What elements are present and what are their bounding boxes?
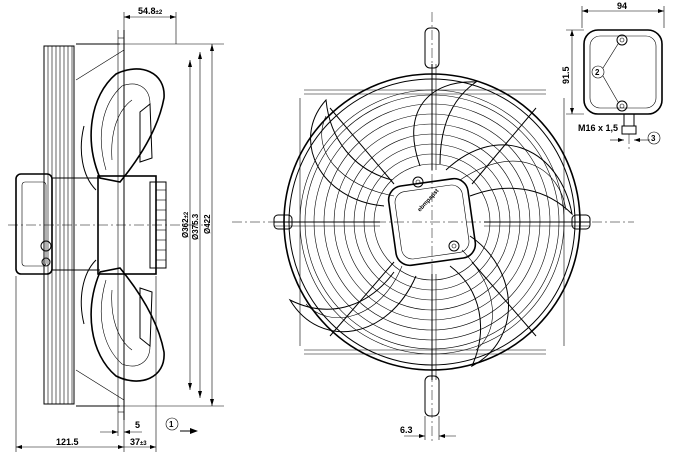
brand-label: ebmpapst	[417, 188, 440, 213]
side-dimensions: 54.8±2 Ø362±2 Ø375.3 Ø422 121.5 37±3	[15, 6, 224, 452]
side-guard-fins	[43, 45, 75, 405]
dim-bottom-offset: 37±3	[130, 437, 147, 447]
dim-top-depth: 54.8±2	[138, 6, 163, 16]
callout-mounting-circle	[591, 65, 605, 79]
callout-cable-exit: 3	[651, 134, 656, 143]
front-view: ebmpapst 6.3	[232, 12, 634, 444]
dim-guard-wire: 6.3	[400, 425, 413, 435]
dim-box-height: 91.5	[561, 66, 571, 84]
airflow-arrow-icon	[190, 428, 198, 434]
side-terminal-box	[15, 173, 100, 275]
callout-airflow: 1	[169, 420, 174, 429]
side-blades	[80, 68, 165, 382]
guard-frame	[273, 27, 591, 417]
callout-airflow-circle	[165, 417, 179, 431]
box-screw-bottom	[616, 100, 628, 112]
dim-diameter-outer: Ø422	[203, 214, 212, 234]
box-screw-top	[616, 34, 628, 46]
dim-cable-gland: M16 x 1,5	[578, 123, 618, 133]
dim-diameter-inner: Ø362±2	[181, 211, 190, 238]
front-blades	[288, 81, 573, 368]
dim-bottom-overall: 121.5	[56, 437, 79, 447]
callout-mounting-holes: 2	[595, 68, 600, 77]
hub-bolt-top	[412, 176, 424, 188]
callout-cable-circle	[647, 131, 661, 145]
side-view	[8, 30, 210, 420]
hub-bolt-bottom	[448, 240, 460, 252]
dim-diameter-mid: Ø375.3	[191, 213, 200, 240]
dim-bottom-flange: 5	[135, 420, 140, 430]
terminal-box-detail: 94 91.5 2 M16 x 1,5 3	[561, 1, 665, 150]
dim-box-width: 94	[617, 1, 627, 11]
